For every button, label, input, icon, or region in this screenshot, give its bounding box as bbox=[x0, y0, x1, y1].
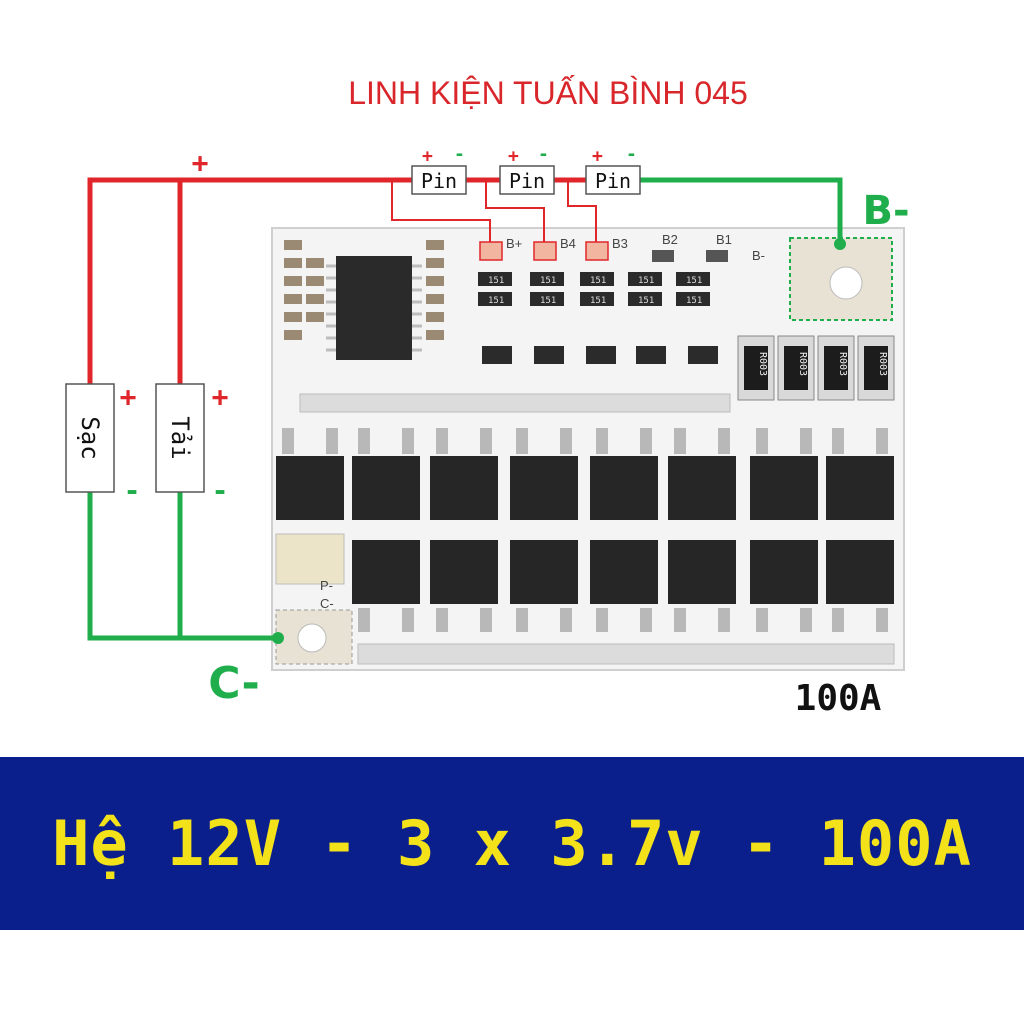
balance-resistors: 151 151 151 151 151 151 151 151 151 151 bbox=[478, 272, 710, 306]
pad-label-b4: B4 bbox=[560, 236, 576, 251]
svg-text:151: 151 bbox=[590, 276, 606, 286]
bms-board: B+ B4 B3 B2 B1 B- 151 151 151 151 151 15… bbox=[271, 227, 905, 671]
svg-text:151: 151 bbox=[638, 296, 654, 306]
pin-minus-sign: - bbox=[538, 144, 549, 165]
watermark: LINH KIỆN TUẤN BÌNH 045 bbox=[348, 75, 748, 111]
current-rating: 100A bbox=[795, 678, 882, 719]
c-minus-label: C- bbox=[208, 658, 260, 709]
c-minus-junction bbox=[272, 632, 284, 644]
pin-plus-sign: + bbox=[422, 146, 433, 167]
charger-box bbox=[65, 383, 115, 493]
pin-label: Pin bbox=[595, 169, 631, 193]
pad-label-b-minus: B- bbox=[752, 248, 765, 263]
sense-resistor-code: R003 bbox=[757, 352, 768, 376]
copper-bar-bottom bbox=[357, 643, 895, 665]
pin-plus-sign: + bbox=[592, 146, 603, 167]
spec-banner-text: Hệ 12V - 3 x 3.7v - 100A bbox=[52, 807, 972, 880]
mosfet-tabs bbox=[282, 428, 888, 632]
pad-label-b1: B1 bbox=[716, 232, 732, 247]
load-minus-sign: - bbox=[212, 474, 229, 507]
sense-resistor-code: R003 bbox=[797, 352, 808, 376]
charger-label: Sạc bbox=[76, 416, 104, 459]
b-minus-label: B- bbox=[862, 188, 909, 234]
sense-resistor-code: R003 bbox=[877, 352, 888, 376]
load-plus-sign: + bbox=[212, 380, 229, 413]
pin-minus-sign: - bbox=[454, 144, 465, 165]
pad-label-b3: B3 bbox=[612, 236, 628, 251]
bms-wiring-diagram: LINH KIỆN TUẤN BÌNH 045 bbox=[65, 75, 910, 719]
svg-text:151: 151 bbox=[540, 276, 556, 286]
sense-resistors bbox=[737, 335, 895, 401]
pin-label: Pin bbox=[421, 169, 457, 193]
pad-label-c-minus: C- bbox=[320, 596, 334, 611]
pin-plus-sign: + bbox=[508, 146, 519, 167]
pin-minus-sign: - bbox=[626, 144, 637, 165]
charger-plus-sign: + bbox=[120, 380, 137, 413]
p-minus-pad bbox=[275, 533, 345, 585]
pin-box-2 bbox=[499, 165, 555, 195]
charger-minus-sign: - bbox=[124, 474, 141, 507]
pad-label-b-plus: B+ bbox=[506, 236, 522, 251]
svg-text:151: 151 bbox=[488, 276, 504, 286]
load-box bbox=[155, 383, 205, 493]
svg-text:151: 151 bbox=[540, 296, 556, 306]
copper-bar-top bbox=[299, 393, 731, 413]
spec-banner: Hệ 12V - 3 x 3.7v - 100A bbox=[0, 757, 1024, 930]
smd-components-left bbox=[284, 240, 444, 340]
balance-transistors bbox=[482, 346, 718, 364]
mosfet-array bbox=[276, 456, 894, 604]
battery-pins bbox=[411, 165, 641, 195]
svg-text:151: 151 bbox=[590, 296, 606, 306]
load-label: Tải bbox=[166, 416, 194, 459]
balance-pads bbox=[479, 241, 728, 262]
pin-box-3 bbox=[585, 165, 641, 195]
svg-text:151: 151 bbox=[638, 276, 654, 286]
svg-text:151: 151 bbox=[686, 296, 702, 306]
pin-label: Pin bbox=[509, 169, 545, 193]
sense-resistor-code: R003 bbox=[837, 352, 848, 376]
svg-text:151: 151 bbox=[488, 296, 504, 306]
b-minus-junction bbox=[834, 238, 846, 250]
pad-label-p-minus: P- bbox=[320, 578, 333, 593]
main-plus-sign: + bbox=[192, 146, 209, 179]
negative-wiring bbox=[87, 177, 843, 641]
svg-text:151: 151 bbox=[686, 276, 702, 286]
bms-controller-ic bbox=[326, 256, 422, 360]
pad-label-b2: B2 bbox=[662, 232, 678, 247]
balance-leads bbox=[391, 180, 597, 242]
pin-box-1 bbox=[411, 165, 467, 195]
